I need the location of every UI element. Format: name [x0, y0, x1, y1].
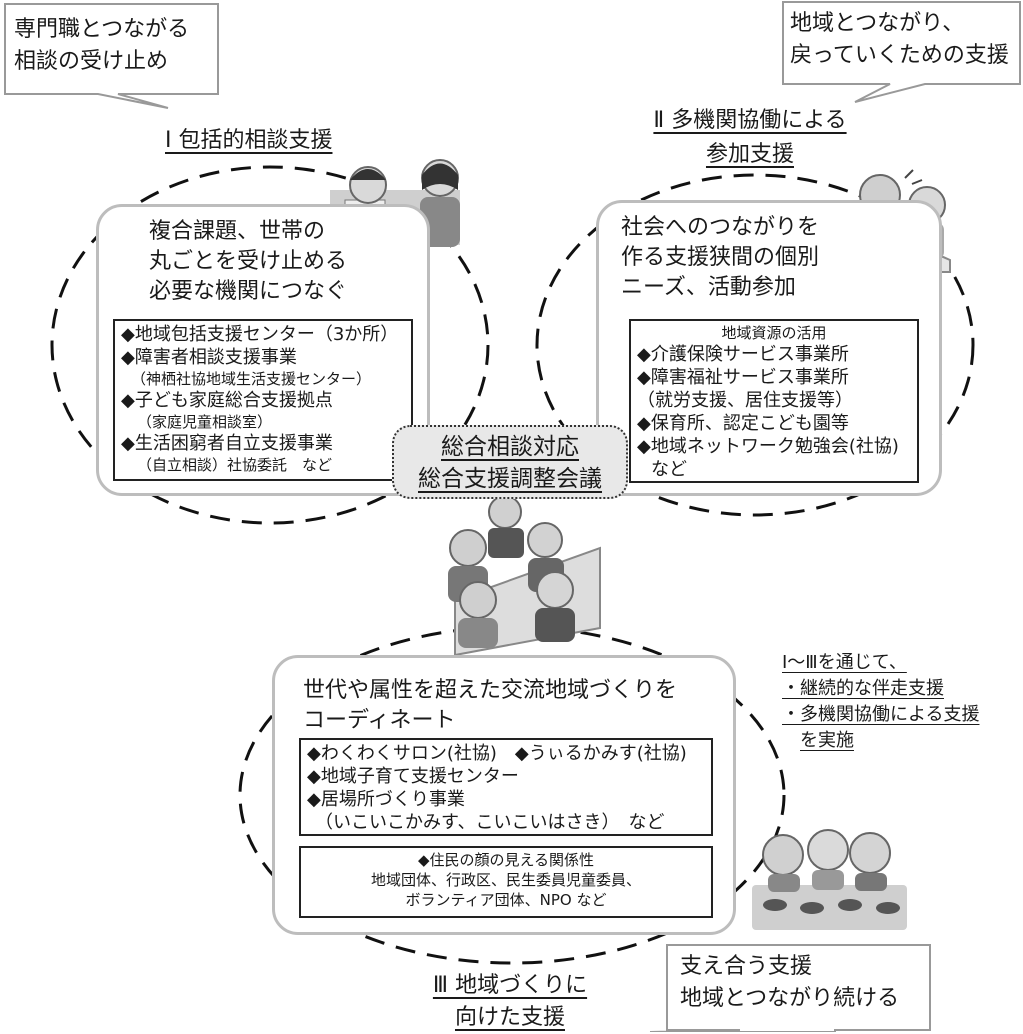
list-title: 地域資源の活用 — [721, 324, 827, 342]
callout-line: 支え合う支援 — [680, 954, 813, 979]
center-line: 総合相談対応 — [441, 434, 579, 460]
seniors-dining-icon — [752, 829, 907, 930]
section3-list: ◆わくわくサロン(社協) ◆うぃるかみす(社協) ◆地域子育て支援センター ◆居… — [299, 738, 713, 836]
list-item: （就労支援、居住支援等） — [637, 390, 853, 411]
list-item: ◆居場所づくり事業 — [307, 789, 465, 810]
callout-top-right-shape — [782, 1, 1021, 103]
meeting-icon — [448, 495, 601, 657]
list-item: ◆地域ネットワーク勉強会(社協) — [637, 436, 899, 457]
list-item: ◆わくわくサロン(社協) ◆うぃるかみす(社協) — [307, 743, 687, 764]
callout-top-right: 地域とつながり、 戻っていくための支援 — [790, 8, 1009, 72]
section3-box: 世代や属性を超えた交流地域づくりを コーディネート ◆わくわくサロン(社協) ◆… — [272, 655, 736, 935]
section3-list2: ◆住民の顔の見える関係性 地域団体、行政区、民生委員児童委員、 ボランティア団体… — [299, 846, 713, 918]
note-line: ・継続的な伴走支援 — [782, 678, 944, 699]
heading-line: Ⅲ 地域づくりに — [432, 973, 588, 998]
list-item: （自立相談）社協委託 など — [137, 456, 333, 474]
ellipse-section1 — [50, 165, 490, 525]
section1-heading: Ⅰ 包括的相談支援 — [165, 128, 333, 153]
callout-line: 地域とつながり続ける — [680, 986, 900, 1011]
note-line: ・多機関協働による支援 — [782, 704, 980, 725]
lead-line: 世代や属性を超えた交流地域づくりを — [303, 678, 678, 703]
ellipse-section2 — [535, 173, 975, 517]
section2-box: 社会へのつながりを 作る支援狭間の個別 ニーズ、活動参加 地域資源の活用 ◆介護… — [596, 200, 942, 496]
note-block: Ⅰ～Ⅲを通じて、 ・継続的な伴走支援 ・多機関協働による支援 を実施 — [782, 650, 979, 754]
list-item: ◆生活困窮者自立支援事業 — [121, 433, 333, 454]
list-item: （家庭児童相談室） — [137, 413, 273, 431]
section1-list: ◆地域包括支援センター（3か所） ◆障害者相談支援事業 （神栖社協地域生活支援セ… — [113, 319, 413, 481]
lead-line: 丸ごとを受け止める — [149, 249, 348, 274]
center-meeting-box: 総合相談対応 総合支援調整会議 — [392, 425, 628, 499]
section2-list: 地域資源の活用 ◆介護保険サービス事業所 ◆障害福祉サービス事業所 （就労支援、… — [629, 319, 919, 483]
callout-top-left-shape — [4, 3, 219, 109]
list-item: （神栖社協地域生活支援センター） — [131, 370, 372, 388]
section3-heading: Ⅲ 地域づくりに 向けた支援 — [395, 970, 625, 1034]
callout-line: 相談の受け止め — [14, 49, 169, 74]
heading-line: 参加支援 — [705, 142, 794, 167]
heading-line: Ⅱ 多機関協働による — [653, 108, 847, 133]
section2-lead: 社会へのつながりを 作る支援狭間の個別 ニーズ、活動参加 — [621, 213, 819, 303]
list-item: ボランティア団体、NPO など — [405, 891, 607, 909]
ellipse-section3 — [238, 625, 786, 965]
list-item: ◆子ども家庭総合支援拠点 — [121, 390, 333, 411]
list-item: ◆障害者相談支援事業 — [121, 347, 297, 368]
callout-line: 戻っていくための支援 — [790, 43, 1009, 68]
lead-line: 複合課題、世帯の — [149, 219, 326, 244]
list-item: など — [651, 459, 687, 480]
note-line: を実施 — [800, 730, 854, 751]
lead-line: コーディネート — [303, 708, 456, 733]
section1-lead: 複合課題、世帯の 丸ごとを受け止める 必要な機関につなぐ — [149, 217, 347, 307]
section1-box: 複合課題、世帯の 丸ごとを受け止める 必要な機関につなぐ ◆地域包括支援センター… — [96, 204, 430, 496]
list-item: ◆住民の顔の見える関係性 — [417, 851, 595, 869]
list-item: ◆障害福祉サービス事業所 — [637, 367, 849, 388]
callout-top-left: 専門職とつながる 相談の受け止め — [14, 14, 189, 78]
lead-line: ニーズ、活動参加 — [621, 275, 796, 300]
lead-line: 社会へのつながりを — [621, 215, 820, 240]
list-item: ◆保育所、認定こども園等 — [637, 413, 849, 434]
callout-line: 地域とつながり、 — [790, 11, 965, 36]
list-item: 地域団体、行政区、民生委員児童委員、 — [370, 871, 641, 889]
center-line: 総合支援調整会議 — [418, 466, 602, 492]
note-line: Ⅰ～Ⅲを通じて、 — [782, 652, 907, 673]
callout-bottom-right-shape — [649, 944, 931, 1032]
list-item: （いこいこかみす、こいこいはさき） など — [315, 812, 665, 833]
list-item: ◆地域包括支援センター（3か所） — [121, 324, 399, 345]
lead-line: 必要な機関につなぐ — [149, 279, 348, 304]
list-item: ◆介護保険サービス事業所 — [637, 344, 849, 365]
callout-bottom-right: 支え合う支援 地域とつながり続ける — [680, 951, 899, 1015]
section3-lead: 世代や属性を超えた交流地域づくりを コーディネート — [303, 676, 677, 736]
list-item: ◆地域子育て支援センター — [307, 766, 519, 787]
section2-heading: Ⅱ 多機関協働による 参加支援 — [620, 104, 880, 172]
callout-line: 専門職とつながる — [14, 17, 190, 42]
heading-line: 向けた支援 — [454, 1005, 565, 1030]
lead-line: 作る支援狭間の個別 — [621, 245, 820, 270]
